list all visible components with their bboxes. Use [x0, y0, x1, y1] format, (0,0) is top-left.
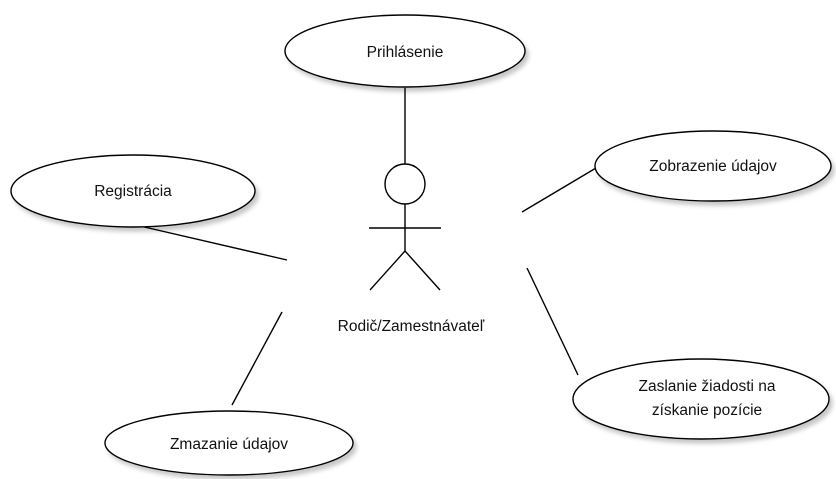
actor-label: Rodič/Zamestnávateľ — [338, 318, 485, 335]
use-case-send-request-ellipse — [572, 358, 830, 440]
use-case-send-request[interactable]: Zaslanie žiadosti na získanie pozície — [572, 358, 830, 440]
association-register — [139, 225, 288, 261]
use-case-delete-data[interactable]: Zmazanie údajov — [104, 410, 354, 476]
actor-left-leg — [369, 250, 406, 291]
actor-figure — [369, 163, 441, 291]
use-case-login-label: Prihlásenie — [367, 44, 444, 61]
association-delete-data — [231, 311, 283, 406]
use-case-view-data[interactable]: Zobrazenie údajov — [594, 130, 832, 202]
use-case-delete-data-label: Zmazanie údajov — [170, 436, 288, 453]
use-case-login[interactable]: Prihlásenie — [284, 14, 526, 88]
use-case-view-data-label: Zobrazenie údajov — [649, 158, 777, 175]
actor-head — [384, 163, 426, 205]
use-case-register[interactable]: Registrácia — [10, 154, 256, 228]
use-case-delete-data-ellipse — [104, 410, 354, 476]
use-case-register-label: Registrácia — [94, 183, 172, 200]
use-case-login-ellipse — [284, 14, 526, 88]
use-case-send-request-label-line2: získanie pozície — [652, 402, 762, 419]
actor-right-leg — [404, 250, 441, 291]
association-view-data — [521, 167, 597, 213]
use-case-view-data-ellipse — [594, 130, 832, 202]
use-case-register-ellipse — [10, 154, 256, 228]
association-send-request — [526, 267, 579, 376]
use-case-send-request-label-line1: Zaslanie žiadosti na — [639, 378, 776, 395]
